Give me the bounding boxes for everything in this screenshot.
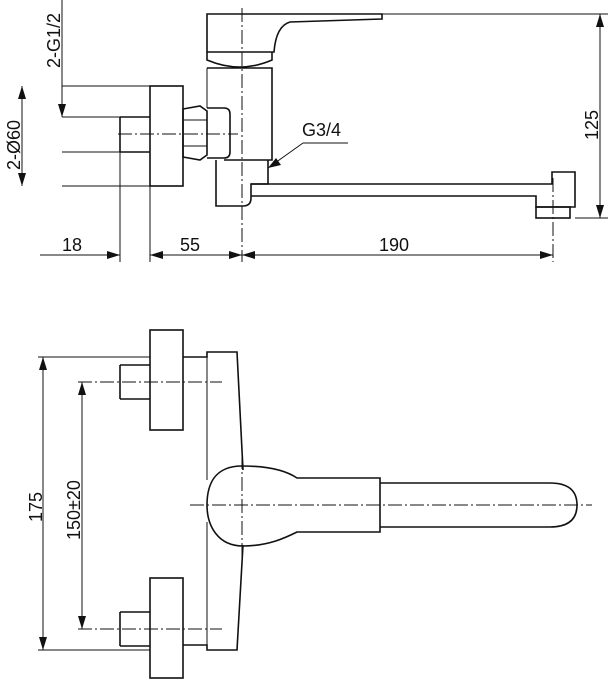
height-125-label: 125 [582, 110, 602, 140]
inlet-thread-label: 2-G1/2 [44, 13, 64, 68]
body-upper-outline [183, 351, 244, 471]
outlet-thread-label: G3/4 [302, 120, 341, 140]
spout-190-label: 190 [379, 235, 409, 255]
flange-diameter-label: 2-Ø60 [4, 120, 24, 170]
lever-handle [206, 13, 383, 53]
handle-cap [206, 52, 273, 68]
spout-arm [251, 171, 576, 208]
handle-disc [206, 465, 381, 547]
body-55-label: 55 [180, 235, 200, 255]
front-view: 175 150±20 [26, 329, 592, 679]
spout-base [215, 160, 269, 207]
lower-inlet-pipe [119, 611, 150, 647]
side-view: 2-G1/2 2-Ø60 G3/4 125 18 55 190 [4, 0, 608, 262]
valve-body [207, 67, 273, 161]
overall-175-label: 175 [26, 492, 46, 522]
upper-inlet-pipe [119, 364, 150, 400]
wall-18-label: 18 [62, 235, 82, 255]
body-rear-cap [207, 107, 231, 159]
wall-flange-block [149, 85, 184, 187]
upper-flange [149, 329, 184, 431]
body-lower-outline [183, 544, 244, 651]
lower-flange [149, 577, 184, 679]
hex-nut [182, 105, 208, 161]
centers-150-label: 150±20 [64, 480, 84, 540]
